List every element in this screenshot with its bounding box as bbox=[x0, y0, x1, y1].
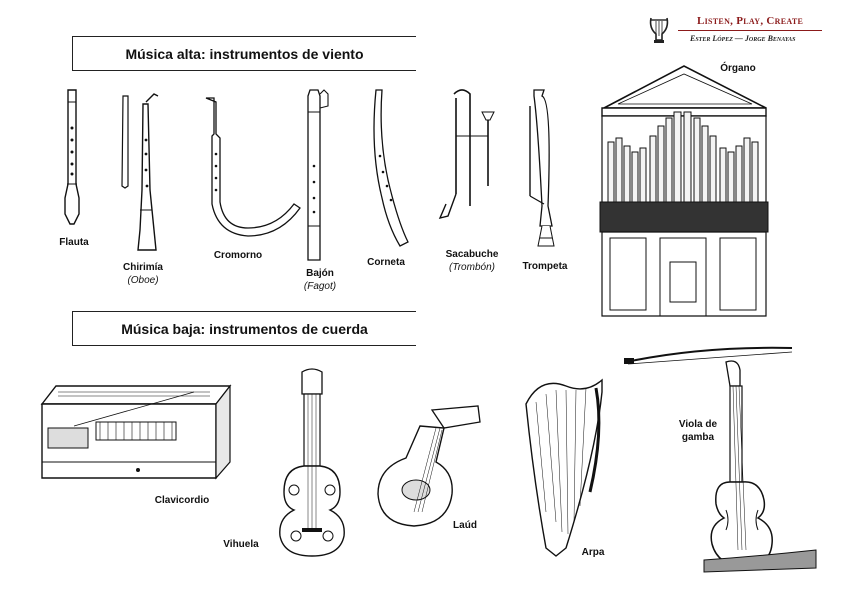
bajon-name: Bajón bbox=[306, 268, 334, 279]
label-vihuela: Vihuela bbox=[223, 539, 259, 550]
label-arpa: Arpa bbox=[581, 547, 605, 558]
arpa-illustration bbox=[516, 372, 608, 558]
label-bajon: Bajón (Fagot) bbox=[294, 267, 346, 293]
lyre-icon bbox=[648, 14, 670, 43]
brand-rule bbox=[678, 30, 822, 31]
label-corneta: Corneta bbox=[367, 257, 405, 268]
brand-authors: Ester López — Jorge Benayas bbox=[690, 34, 796, 43]
cromorno-illustration bbox=[196, 94, 306, 246]
trompeta-illustration bbox=[516, 86, 566, 258]
sacabuche-name: Sacabuche bbox=[445, 249, 499, 260]
label-chirimia: Chirimía (Oboe) bbox=[116, 261, 170, 287]
chirimia-alt: (Oboe) bbox=[127, 275, 159, 286]
organo-illustration bbox=[598, 62, 772, 318]
viola-de-gamba-illustration bbox=[700, 360, 818, 574]
label-trompeta: Trompeta bbox=[522, 261, 568, 272]
chirimia-illustration bbox=[114, 90, 164, 256]
label-organo: Órgano bbox=[720, 63, 756, 74]
corneta-illustration bbox=[362, 86, 412, 250]
bajon-alt: (Fagot) bbox=[303, 281, 337, 292]
section-header-alta: Música alta: instrumentos de viento bbox=[72, 36, 416, 71]
brand-title: Listen, Play, Create bbox=[697, 15, 804, 27]
sacabuche-illustration bbox=[432, 86, 504, 246]
label-sacabuche: Sacabuche (Trombón) bbox=[442, 248, 502, 274]
chirimia-name: Chirimía bbox=[122, 262, 163, 273]
label-flauta: Flauta bbox=[59, 237, 89, 248]
bajon-illustration bbox=[298, 86, 338, 262]
vihuela-illustration bbox=[272, 368, 352, 560]
clavicordio-illustration bbox=[34, 382, 242, 490]
laud-illustration bbox=[374, 402, 486, 532]
sacabuche-alt: (Trombón) bbox=[449, 262, 495, 273]
viola-bow-illustration bbox=[624, 344, 796, 368]
label-clavicordio: Clavicordio bbox=[154, 495, 210, 506]
label-cromorno: Cromorno bbox=[213, 250, 263, 261]
label-viola-de-gamba: Viola de gamba bbox=[678, 419, 718, 443]
section-header-baja: Música baja: instrumentos de cuerda bbox=[72, 311, 416, 346]
label-laud: Laúd bbox=[453, 520, 477, 531]
flauta-illustration bbox=[60, 88, 84, 228]
